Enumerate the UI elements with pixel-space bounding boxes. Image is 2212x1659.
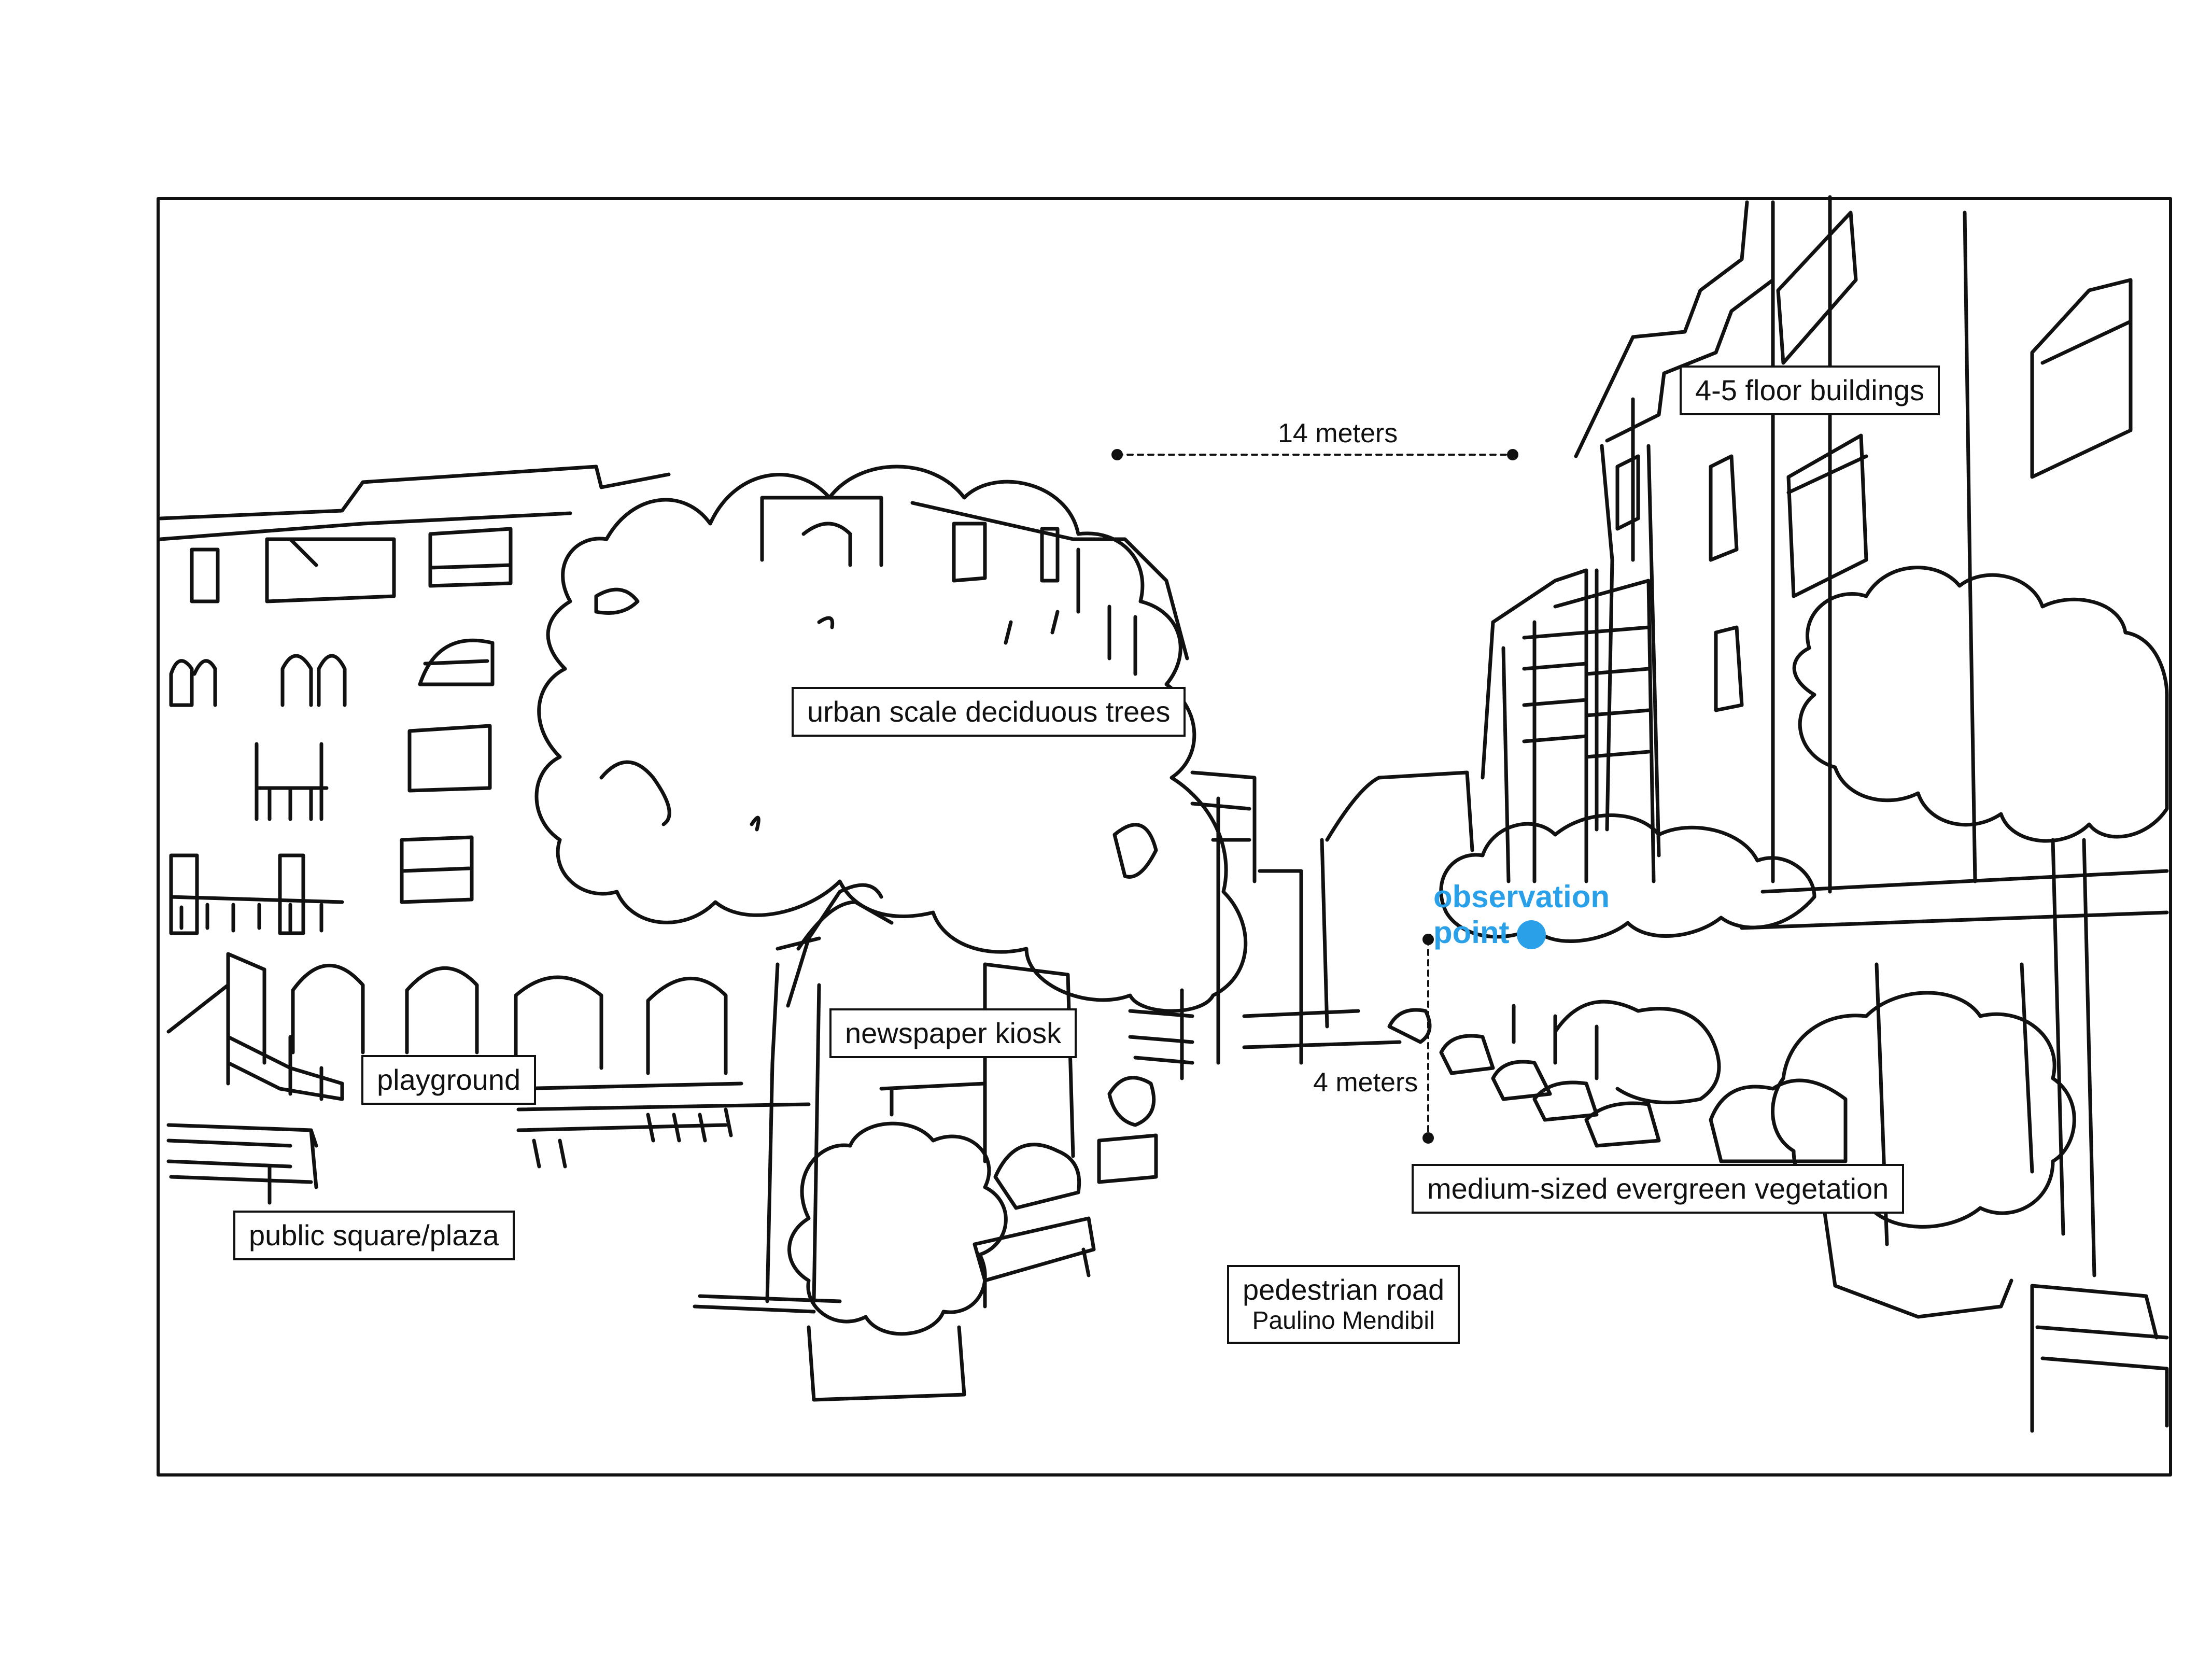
- buildings-label: 4-5 floor buildings: [1680, 365, 1940, 415]
- buildings-label-text: 4-5 floor buildings: [1695, 374, 1924, 406]
- width-dimension-text: 14 meters: [1278, 418, 1398, 449]
- plaza-label-text: public square/plaza: [249, 1219, 499, 1252]
- trees-label-text: urban scale deciduous trees: [807, 695, 1170, 728]
- playground-elements: [168, 1037, 342, 1203]
- road-title: pedestrian road: [1243, 1273, 1444, 1306]
- kiosk-label-text: newspaper kiosk: [845, 1017, 1061, 1049]
- left-buildings: [161, 467, 726, 1084]
- vegetation-label: medium-sized evergreen vegetation: [1412, 1164, 1904, 1214]
- road-name: Paulino Mendibil: [1243, 1306, 1444, 1335]
- observation-dot-icon: [1517, 920, 1546, 949]
- kiosk-label: newspaper kiosk: [829, 1008, 1077, 1058]
- vegetation-label-text: medium-sized evergreen vegetation: [1427, 1172, 1889, 1205]
- road-label: pedestrian road Paulino Mendibil: [1227, 1265, 1460, 1344]
- observation-point-line1: observation: [1433, 879, 1610, 915]
- deciduous-tree: [537, 467, 1246, 1011]
- height-dimension-text: 4 meters: [1313, 1067, 1418, 1098]
- background-buildings: [762, 498, 1472, 1063]
- observation-point-line2: point: [1433, 915, 1610, 950]
- playground-label-text: playground: [377, 1063, 520, 1096]
- right-bench: [2032, 1286, 2167, 1431]
- observation-point-text: point: [1433, 915, 1510, 950]
- plaza-label: public square/plaza: [233, 1211, 515, 1260]
- observation-point: observation point: [1433, 879, 1610, 950]
- playground-label: playground: [361, 1055, 536, 1105]
- trees-label: urban scale deciduous trees: [792, 687, 1186, 737]
